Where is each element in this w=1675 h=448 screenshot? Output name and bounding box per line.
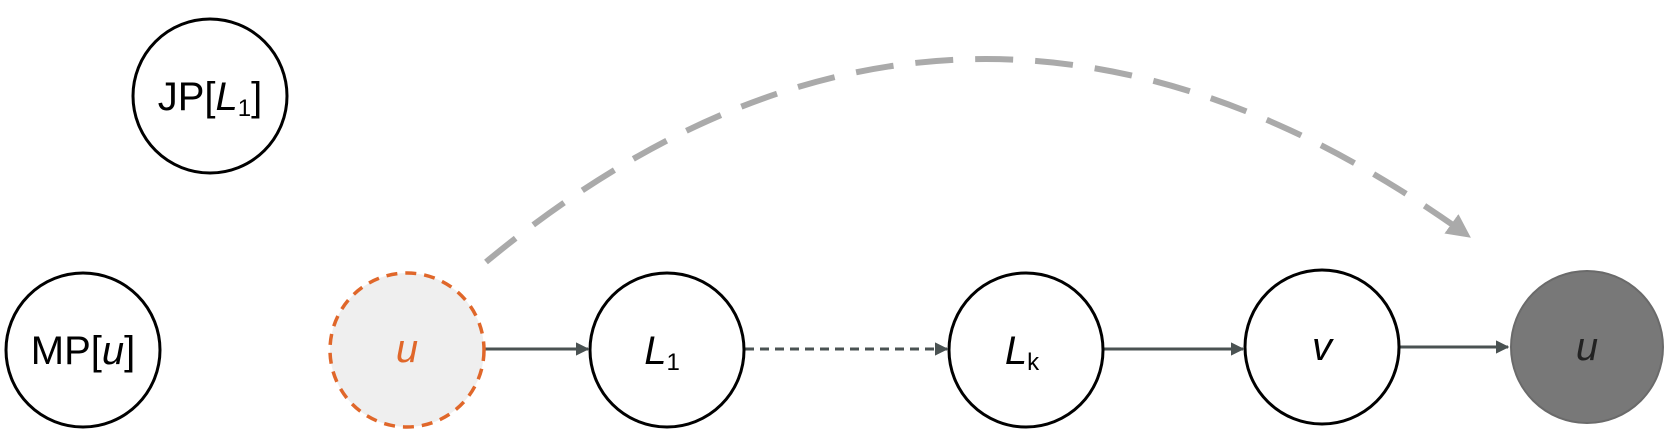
target-node: u: [1510, 270, 1664, 424]
v-label: v: [1312, 325, 1334, 369]
l1-node: L1: [588, 271, 746, 429]
mp-node: MP[u]: [4, 271, 162, 429]
target-label: u: [1576, 325, 1598, 369]
l1-label: L1: [644, 329, 680, 376]
v-node: v: [1243, 268, 1401, 426]
lk-node: Lk: [947, 271, 1105, 429]
mp-label: MP[u]: [31, 329, 136, 373]
jp-label: JP[L1]: [158, 75, 263, 122]
origin-label: u: [396, 327, 418, 371]
origin-node: u: [328, 271, 486, 429]
lk-label: Lk: [1005, 329, 1040, 376]
jp-node: JP[L1]: [131, 17, 289, 175]
return-arc: [484, 56, 1471, 265]
